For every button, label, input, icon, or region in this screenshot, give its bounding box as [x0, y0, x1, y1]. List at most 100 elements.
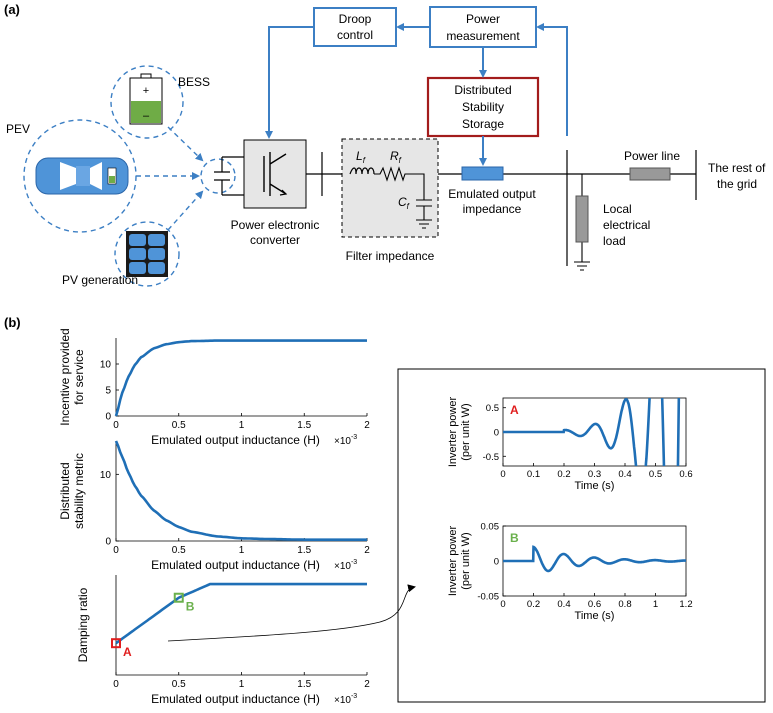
series-line	[115, 582, 367, 645]
series-line	[114, 339, 367, 417]
x-tick-label: 0.2	[527, 599, 540, 610]
dss-line3: Storage	[462, 117, 504, 131]
droop-control-line1: Droop	[339, 12, 372, 26]
power-measurement-line2: measurement	[446, 29, 520, 43]
x-tick-label: 0	[500, 599, 505, 610]
power-line-label: Power line	[624, 149, 680, 163]
x-tick-label: 1.5	[297, 545, 311, 556]
y-tick-label: 0.05	[481, 522, 500, 533]
x-axis-label: Emulated output inductance (H)	[151, 692, 320, 706]
bess-label: BESS	[178, 75, 210, 89]
x-tick-label: 0.6	[588, 599, 601, 610]
dss-line2: Stability	[462, 100, 504, 114]
x-tick-label: 2	[364, 545, 370, 556]
marker-B	[173, 592, 184, 603]
rest-of-grid-line2: the grid	[717, 177, 757, 191]
x-tick-label: 1.5	[297, 420, 311, 431]
y-tick-label: 0	[105, 537, 111, 548]
inset-tag-B: B	[510, 531, 519, 545]
x-tick-label: 0	[113, 679, 119, 690]
x-exponent: ×10-3	[334, 693, 357, 706]
cf-label: Cf	[398, 195, 410, 211]
converter-line1: Power electronic	[231, 218, 320, 232]
pv-source	[114, 221, 180, 287]
y-tick-label: 0	[105, 412, 111, 423]
x-exponent: ×10-3	[334, 559, 357, 572]
power-electronic-converter	[243, 139, 307, 209]
power-measurement-box: Power measurement	[429, 6, 537, 48]
x-tick-label: 0.3	[588, 469, 601, 480]
x-tick-label: 1.5	[297, 679, 311, 690]
axes	[115, 441, 367, 542]
x-tick-label: 1	[653, 599, 658, 610]
x-tick-label: 2	[364, 679, 370, 690]
axes	[115, 575, 367, 676]
x-tick-label: 1	[239, 679, 245, 690]
dss-box: Distributed Stability Storage	[426, 76, 540, 138]
x-tick-label: 0.5	[172, 545, 186, 556]
droop-control-box: Droop control	[313, 7, 397, 47]
x-tick-label: 1	[239, 420, 245, 431]
x-tick-label: 0.6	[679, 469, 692, 480]
y-tick-label: -0.05	[477, 592, 499, 603]
inset-y-label: (per unit W)	[460, 532, 472, 589]
local-load-line1: Local	[603, 202, 632, 216]
y-tick-label: 5	[105, 386, 111, 397]
lf-label: Lf	[356, 149, 366, 165]
x-axis-label: Emulated output inductance (H)	[151, 558, 320, 572]
marker-label-A: A	[123, 645, 132, 659]
dss-line1: Distributed	[454, 83, 511, 97]
marker-A	[111, 638, 121, 649]
x-axis-label: Emulated output inductance (H)	[151, 433, 320, 447]
pev-label: PEV	[6, 122, 30, 136]
inset-y-label: Inverter power	[447, 526, 459, 597]
x-tick-label: 0.8	[618, 599, 631, 610]
local-load	[574, 174, 590, 271]
x-tick-label: 0	[500, 469, 505, 480]
x-tick-label: 0.1	[527, 469, 540, 480]
x-tick-label: 0.5	[172, 679, 186, 690]
y-tick-label: 10	[100, 360, 112, 371]
y-tick-label: 0.5	[486, 403, 499, 414]
control-arrows	[265, 23, 568, 166]
inset-frame	[397, 368, 766, 703]
zoom-arrow	[167, 584, 416, 642]
marker-label-B: B	[186, 600, 195, 614]
x-tick-label: 0	[113, 420, 119, 431]
x-tick-label: 1	[239, 545, 245, 556]
local-load-line3: load	[603, 234, 626, 248]
y-axis-label: Incentive provided	[58, 328, 72, 425]
x-tick-label: 1.2	[679, 599, 692, 610]
y-axis-label: Damping ratio	[76, 587, 90, 662]
x-tick-label: 0.2	[557, 469, 570, 480]
x-tick-label: 0	[113, 545, 119, 556]
x-tick-label: 0.4	[557, 599, 570, 610]
local-load-line2: electrical	[603, 218, 650, 232]
dc-capacitor	[214, 156, 244, 196]
y-axis-label: stability metric	[72, 453, 86, 529]
inset-x-label: Time (s)	[575, 610, 615, 622]
bess-source: + –	[110, 65, 184, 139]
pv-generation-label: PV generation	[62, 273, 138, 287]
rf-label: Rf	[390, 149, 402, 165]
x-tick-label: 2	[364, 420, 370, 431]
rest-of-grid-line1: The rest of	[708, 161, 766, 175]
panel-b-label: (b)	[4, 315, 21, 330]
emulated-impedance-block	[461, 166, 504, 181]
panel-a-label: (a)	[4, 2, 20, 17]
pev-source	[23, 119, 137, 233]
power-line-block	[629, 167, 671, 181]
y-tick-label: 0	[494, 428, 499, 439]
filter-impedance-label: Filter impedance	[346, 249, 435, 263]
inset-y-label: (per unit W)	[460, 403, 472, 460]
x-tick-label: 0.5	[172, 420, 186, 431]
inset-tag-A: A	[510, 403, 519, 417]
emulated-impedance-line2: impedance	[463, 202, 522, 216]
filter-impedance-box	[341, 138, 439, 238]
series-line	[114, 440, 367, 541]
